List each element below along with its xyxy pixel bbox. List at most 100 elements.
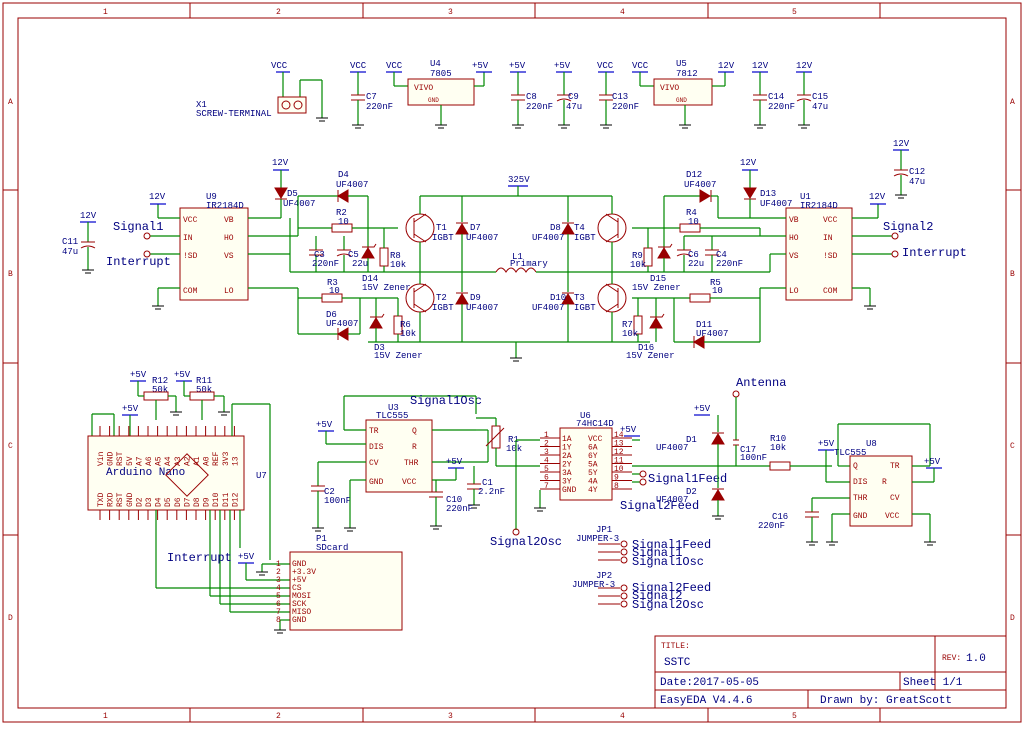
d8-value: UF4007 [532,233,564,243]
c10-5v-label: +5V [446,457,463,467]
r12-5v-label: +5V [130,370,147,380]
hv-325v-label: 325V [508,175,530,185]
c7-value: 220nF [366,102,393,112]
r10-label: R10 [770,434,786,444]
u6-pin-label: 2A [562,452,572,461]
d16-value: 15V Zener [626,351,675,361]
r10-value: 10k [770,443,786,453]
net-signal2osc-label: Signal2Osc [490,535,562,549]
u6-pin-number: 14 [614,431,624,440]
sdcard-pin-number: 4 [276,584,281,593]
net-signal1osc-top-label: Signal1Osc [410,394,482,408]
c15-label: C15 [812,92,828,102]
u6-pin-label: GND [562,486,577,495]
net-signal1-label: Signal1 [113,220,163,234]
u1-pin-vcc: VCC [823,216,838,225]
arduino-section: +5V +5V R12 50k R11 50k +5V Arduino Nano… [87,370,403,634]
u9-pin-in: IN [183,234,193,243]
frame-col-4-bottom: 4 [620,712,625,721]
d4-label: D4 [338,170,349,180]
u4-vivo: VIVO [414,84,433,93]
sdcard-pin-number: 6 [276,600,281,609]
u5-gnd-pin: GND [676,97,687,104]
frame-row-b-right: B [1010,270,1015,279]
frame-row-c: C [8,442,13,451]
c2-label: C2 [324,487,335,497]
u3-value: TLC555 [376,411,408,421]
d10-label: D10 [550,293,566,303]
d8-label: D8 [550,223,561,233]
t1-value: IGBT [432,233,454,243]
u8-pin-cv: CV [890,494,900,503]
frame-col-1-bottom: 1 [103,712,108,721]
r11-label: R11 [196,376,212,386]
u6-pin-number: 6 [544,474,549,483]
drawn-by-value: Drawn by: GreatScott [820,695,952,707]
d9-label: D9 [470,293,481,303]
u6-label: U6 [580,411,591,421]
r8-label: R8 [390,251,401,261]
jp2-signal2: Signal2 [632,589,682,603]
u6-pin-label: 6A [588,444,598,453]
c10-value: 220nF [446,504,473,514]
u1-pin-ho: HO [789,234,799,243]
sheet-value: Sheet 1/1 [903,677,963,689]
arduino-bottom-pin-label: D7 [183,497,192,507]
frame-row-a-right: A [1010,98,1015,107]
u9-pin-vcc: VCC [183,216,198,225]
u6-5v-label: +5V [620,425,637,435]
oscillator-section: Signal1Osc U3 TLC555 TR DIS CV GND Q R T… [311,394,727,549]
c3-value: 220nF [312,259,339,269]
c17-label: C17 [740,445,756,455]
arduino-top-pin-label: REF [212,451,221,466]
t2-value: IGBT [432,303,454,313]
c13-vcc-label: VCC [597,61,614,71]
c11-value: 47u [62,247,78,257]
arduino-top-pin-label: A2 [183,456,192,466]
title-value: SSTC [664,657,691,669]
u3-pin-thr: THR [404,459,419,468]
sdcard-pin-label: GND [292,616,307,625]
arduino-top-pin-label: GND [107,451,116,466]
u1-pin-lo: LO [789,287,799,296]
arduino-bottom-pin-label: D12 [231,492,240,507]
frame-col-2: 2 [276,8,281,17]
frame-col-5-bottom: 5 [792,712,797,721]
sdcard-pin-label: MOSI [292,592,311,601]
c5-label: C5 [348,250,359,260]
arduino-top-pin-label: A3 [174,456,183,466]
r6-label: R6 [400,320,411,330]
frame-col-5: 5 [792,8,797,17]
d1-label: D1 [686,435,697,445]
arduino-label: Arduino Nano [106,467,185,479]
arduino-top-pin-label: 3V3 [222,451,231,466]
u5-value: 7812 [676,69,698,79]
c9-5v-label: +5V [554,61,571,71]
arduino-bottom-pin-label: D10 [212,492,221,507]
c13-value: 220nF [612,102,639,112]
u8-pin-r: R [882,478,887,487]
d2-value: UF4007 [656,495,688,505]
jp2-signal2osc: Signal2Osc [632,598,704,612]
d7-value: UF4007 [466,233,498,243]
arduino-top-pin-label: RST [116,451,125,466]
c4-label: C4 [716,250,727,260]
t1-label: T1 [436,223,447,233]
arduino-top-pin-label: A0 [203,456,212,466]
arduino-top-pin-label: 13 [231,456,240,466]
d13-label: D13 [760,189,776,199]
jp1-signal1osc: Signal1Osc [632,555,704,569]
u6-pin-label: 1Y [562,444,572,453]
u6-pin-number: 8 [614,482,619,491]
tool-value: EasyEDA V4.4.6 [660,695,752,707]
u4-vcc-label: VCC [386,61,403,71]
d13-value: UF4007 [760,199,792,209]
arduino-top-pin-label: A7 [135,456,144,466]
title-label: TITLE: [661,642,690,651]
power-supply-section: VCC X1 SCREW-TERMINAL VCC C7 220nF VCC V… [196,59,828,129]
sdcard-pin-number: 1 [276,560,281,569]
u8-pin-vcc: VCC [885,512,900,521]
